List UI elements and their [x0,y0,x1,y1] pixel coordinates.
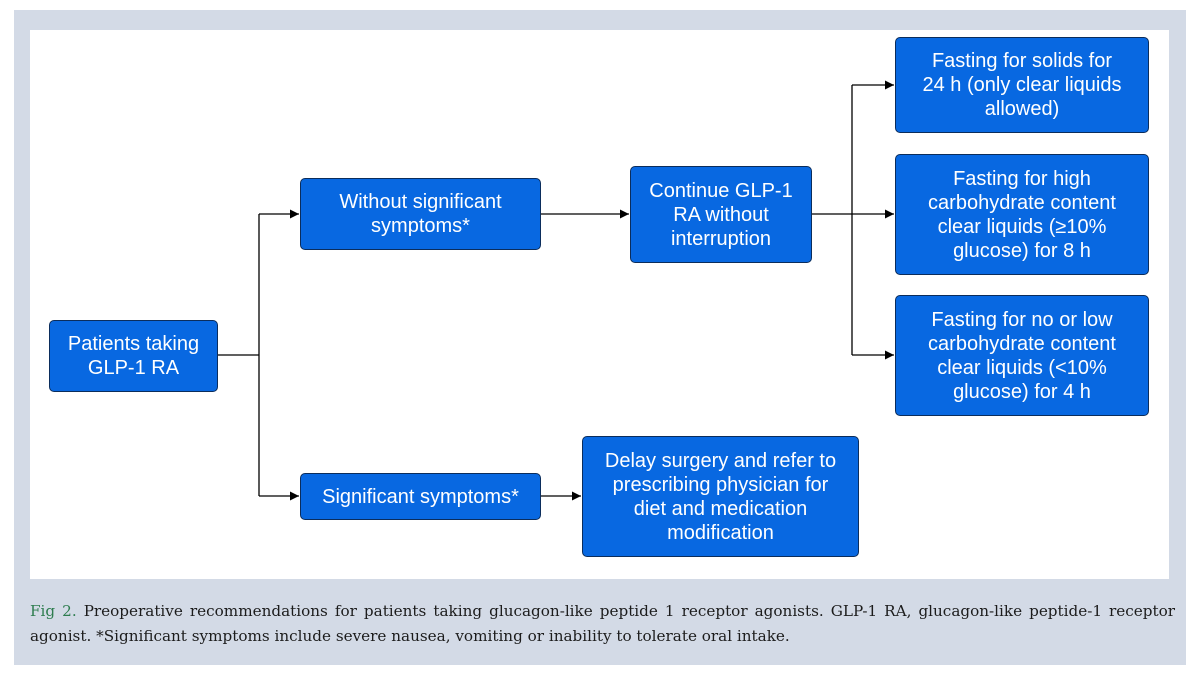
node-without-symptoms: Without significant symptoms* [300,178,541,250]
node-significant-symptoms: Significant symptoms* [300,473,541,520]
figure-caption: Fig 2. Preoperative recommendations for … [30,599,1175,649]
node-delay: Delay surgery and refer to prescribing p… [582,436,859,557]
figure-label: Fig 2. [30,602,77,620]
node-continue: Continue GLP-1 RA without interruption [630,166,812,263]
node-patients: Patients taking GLP-1 RA [49,320,218,392]
node-fasting-low-carb: Fasting for no or low carbohydrate conte… [895,295,1149,416]
node-fasting-solids: Fasting for solids for 24 h (only clear … [895,37,1149,133]
node-fasting-high-carb: Fasting for high carbohydrate content cl… [895,154,1149,275]
caption-text: Preoperative recommendations for patient… [30,602,1175,645]
